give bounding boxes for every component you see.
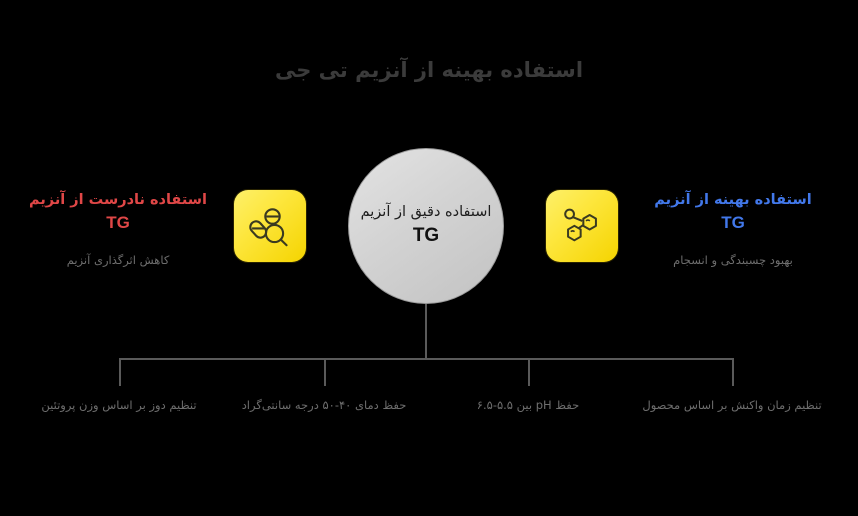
branch-caption-3: حفظ pH بین ۵.۵-۶.۵ <box>476 398 580 412</box>
connector-horizontal-bar <box>119 358 734 360</box>
left-branch-heading-text: استفاده نادرست از آنزیم <box>28 192 208 208</box>
left-branch-subtitle: کاهش اثرگذاری آنزیم <box>66 252 170 267</box>
central-node: استفاده دقیق از آنزیم TG <box>348 148 504 304</box>
right-branch-block: استفاده بهینه از آنزیم TG بهبود چسبندگی … <box>633 190 833 269</box>
left-branch-block: استفاده نادرست از آنزیم TG کاهش اثرگذاری… <box>18 190 218 269</box>
connector-drop-1 <box>119 359 121 386</box>
right-branch-heading: استفاده بهینه از آنزیم TG <box>633 190 833 236</box>
page-title: استفاده بهینه از آنزیم تی جی <box>274 58 584 82</box>
left-branch-badge: TG <box>106 213 130 233</box>
central-node-badge: TG <box>412 225 440 247</box>
connector-drop-3 <box>528 359 530 386</box>
central-node-label: استفاده دقیق از آنزیم <box>360 204 492 221</box>
branch-caption-4: تنظیم زمان واکنش بر اساس محصول <box>642 398 822 412</box>
pills-magnifier-icon <box>234 190 306 262</box>
left-branch-heading: استفاده نادرست از آنزیم TG <box>18 190 218 236</box>
right-branch-badge: TG <box>721 213 745 233</box>
right-branch-heading-text: استفاده بهینه از آنزیم <box>654 192 812 208</box>
branch-caption-1: تنظیم دوز بر اساس وزن پروتئین <box>41 398 197 412</box>
molecule-icon <box>546 190 618 262</box>
connector-drop-2 <box>324 359 326 386</box>
connector-drop-4 <box>732 359 734 386</box>
branch-caption-2: حفظ دمای ۴۰-۵۰ درجه سانتی‌گراد <box>241 398 407 412</box>
connector-trunk-vertical <box>425 304 427 359</box>
right-branch-subtitle: بهبود چسبندگی و انسجام <box>673 252 793 267</box>
